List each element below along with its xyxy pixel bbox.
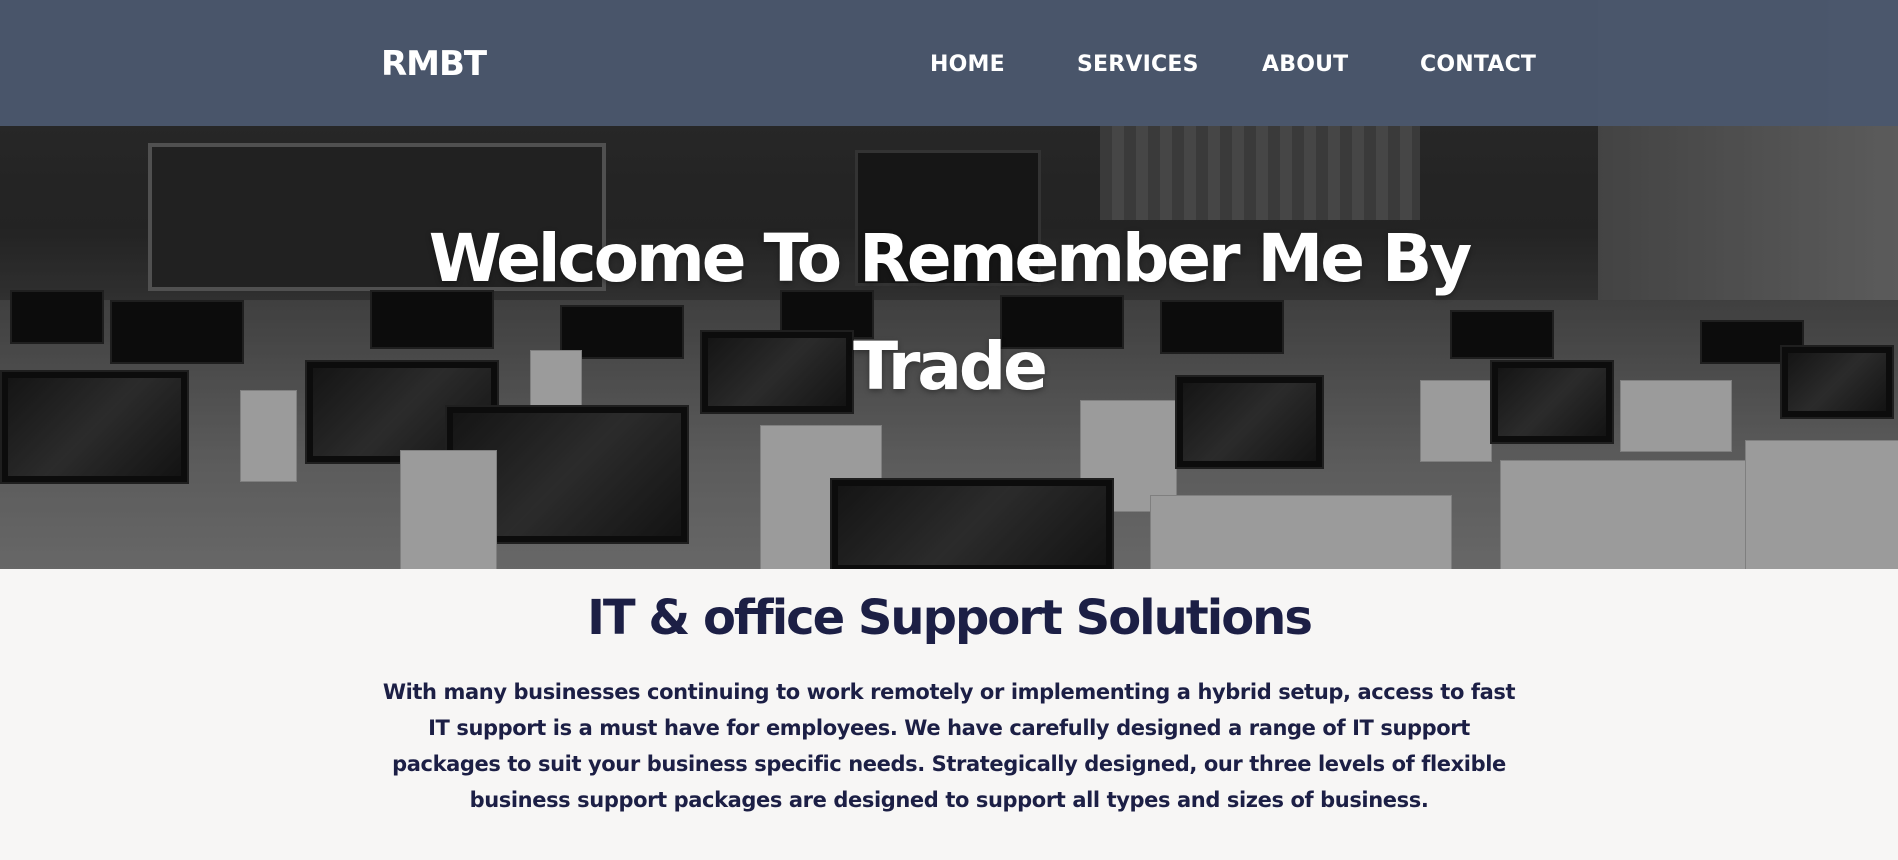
monitor: [1175, 375, 1324, 469]
whiteboard: [148, 143, 606, 291]
nav-link-about[interactable]: ABOUT: [1262, 52, 1349, 77]
monitor: [1490, 360, 1614, 444]
site-logo[interactable]: RMBT: [381, 44, 487, 84]
monitor: [700, 330, 854, 414]
nav-link-home[interactable]: HOME: [930, 52, 1005, 77]
monitor: [1160, 300, 1284, 354]
monitor: [110, 300, 244, 364]
doorway: [855, 150, 1041, 286]
monitor: [0, 370, 189, 484]
desk-divider: [240, 390, 297, 482]
desk-divider: [1150, 495, 1452, 569]
desk-divider: [1745, 440, 1898, 569]
desk-divider: [1620, 380, 1732, 452]
nav-link-contact[interactable]: CONTACT: [1420, 52, 1537, 77]
site-header: RMBT HOME SERVICES ABOUT CONTACT: [0, 0, 1898, 126]
section-heading: IT & office Support Solutions: [587, 590, 1313, 646]
desk-divider: [1420, 380, 1492, 462]
curtain: [1100, 120, 1420, 220]
monitor: [1000, 295, 1124, 349]
desk-divider: [400, 450, 497, 569]
monitor: [830, 478, 1114, 569]
section-description: With many businesses continuing to work …: [382, 680, 1516, 812]
monitor: [370, 290, 494, 349]
monitor: [1450, 310, 1554, 359]
nav-link-services[interactable]: SERVICES: [1077, 52, 1199, 77]
hero-title: Welcome To Remember Me By Trade: [428, 220, 1473, 405]
monitor: [10, 290, 104, 344]
monitor: [1780, 345, 1894, 419]
